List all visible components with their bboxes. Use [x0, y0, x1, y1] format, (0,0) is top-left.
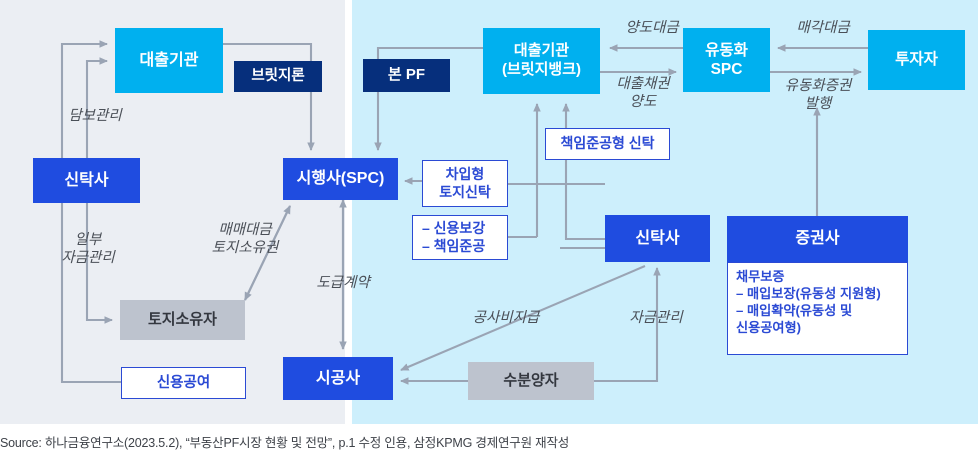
edge-label-construction-payment: 공사비지급: [472, 310, 540, 326]
node-credit-support[interactable]: 신용공여: [121, 367, 246, 399]
connector-layer: [60, 40, 868, 385]
node-trustee-left[interactable]: 신탁사: [33, 158, 140, 203]
edge-label-fund-mgmt: 자금관리: [629, 310, 683, 326]
node-lender[interactable]: 대출기관: [115, 28, 223, 93]
node-bridge-bank[interactable]: 대출기관 (브릿지뱅크): [483, 28, 600, 94]
node-securities-firm[interactable]: 증권사: [727, 216, 908, 262]
edge-label-sale-price-land-title: 매매대금 토지소유권: [211, 222, 279, 256]
edge-label-loan-claim-transfer: 대출채권 양도: [616, 76, 670, 110]
edge-label-transfer-price: 양도대금: [625, 20, 679, 36]
node-trustee-right[interactable]: 신탁사: [605, 215, 710, 262]
source-note: Source: 하나금융연구소(2023.5.2), “부동산PF시장 현황 및…: [0, 436, 570, 450]
edge-label-construction-contract: 도급계약: [316, 275, 370, 291]
edge-label-sale-proceeds: 매각대금: [796, 20, 850, 36]
node-investor[interactable]: 투자자: [868, 30, 965, 90]
node-bridge-loan[interactable]: 브릿지론: [234, 61, 322, 92]
node-completion-trust[interactable]: 책임준공형 신탁: [545, 128, 670, 160]
node-landowner[interactable]: 토지소유자: [120, 300, 245, 340]
node-developer-spc[interactable]: 시행사(SPC): [283, 158, 398, 200]
securities-firm-detail: 채무보증 – 매입보장(유동성 지원형) – 매입확약(유동성 및 신용공여형): [727, 262, 908, 355]
node-credit-enhancement-items[interactable]: – 신용보강 – 책임준공: [412, 215, 508, 260]
node-main-pf[interactable]: 본 PF: [363, 59, 450, 92]
node-loan-type-land-trust[interactable]: 차입형 토지신탁: [422, 160, 508, 207]
edge-label-partial-fund-mgmt: 일부 자금관리: [61, 232, 115, 266]
node-buyer[interactable]: 수분양자: [468, 362, 594, 400]
edge-label-collateral-mgmt: 담보관리: [68, 108, 122, 124]
edge-label-abs-issuance: 유동화증권 발행: [784, 78, 852, 112]
node-contractor[interactable]: 시공사: [283, 357, 393, 400]
node-abs-spc[interactable]: 유동화 SPC: [683, 28, 770, 92]
